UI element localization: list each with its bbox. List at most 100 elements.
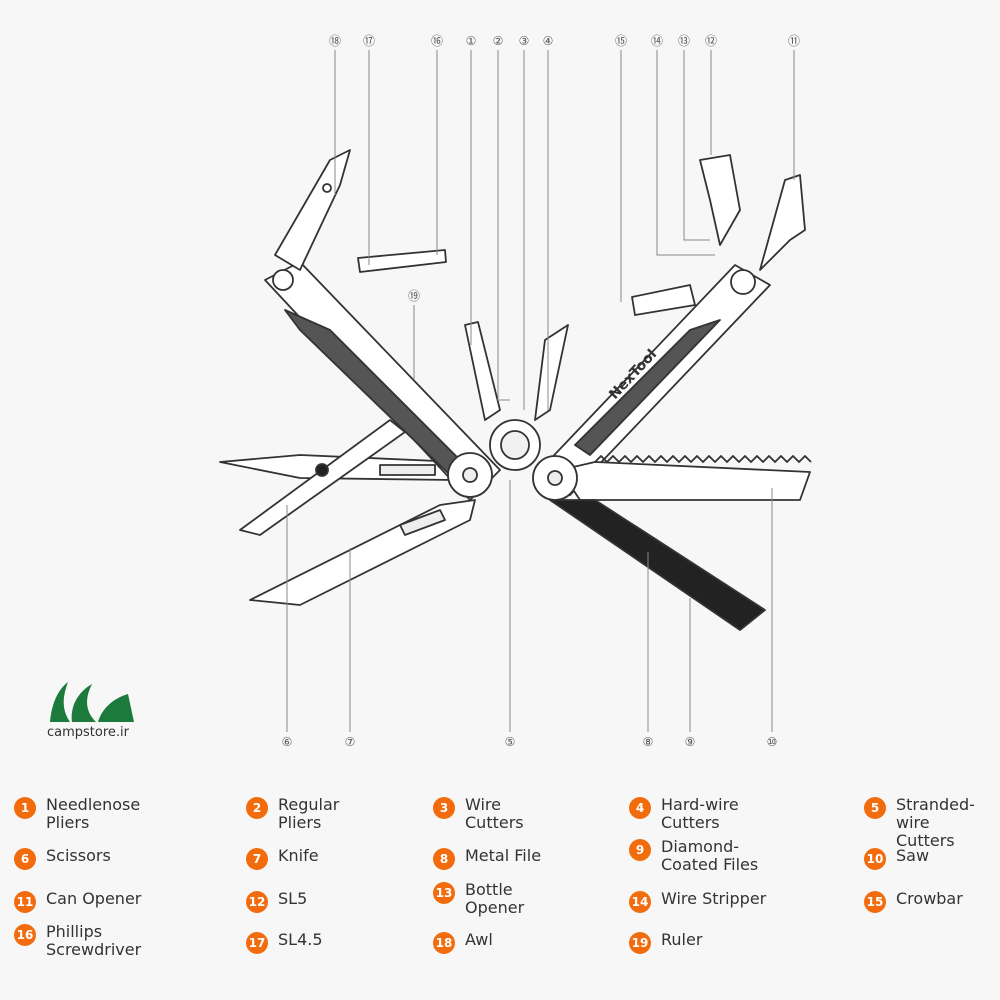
- awl-tool: [274, 149, 351, 271]
- callout-6: ⑥: [282, 735, 293, 749]
- logo-leaf-left: [50, 682, 70, 722]
- left-hinge-screw: [462, 467, 478, 483]
- campstore-logo: [50, 682, 134, 722]
- legend-label: Bottle Opener: [465, 880, 525, 917]
- callout-19: ⑲: [408, 289, 420, 303]
- legend-label: Phillips Screwdriver: [46, 922, 142, 959]
- callout-18: ⑱: [329, 34, 341, 48]
- legend-label: Needlenose Pliers: [46, 795, 141, 832]
- legend-item-4: 4 Hard-wire Cutters: [629, 796, 739, 832]
- legend-label: SL4.5: [278, 930, 323, 949]
- legend-item-10: 10 Saw: [864, 847, 929, 870]
- legend-label: Metal File: [465, 846, 542, 865]
- callout-5: ⑤: [505, 735, 516, 749]
- callout-12: ⑫: [705, 34, 717, 48]
- legend-badge: 3: [433, 797, 455, 819]
- legend-badge: 8: [433, 848, 455, 870]
- legend-item-15: 15 Crowbar: [864, 890, 963, 913]
- legend-badge: 1: [14, 797, 36, 819]
- legend-item-11: 11 Can Opener: [14, 890, 141, 913]
- legend-item-19: 19 Ruler: [629, 931, 702, 954]
- legend-badge: 16: [14, 924, 36, 946]
- callout-10: ⑩: [767, 735, 778, 749]
- callout-11: ⑪: [788, 34, 800, 48]
- left-handle-pivot: [272, 269, 294, 291]
- logo-leaf-mid: [71, 684, 96, 722]
- legend-badge: 4: [629, 797, 651, 819]
- logo-leaf-right: [98, 694, 134, 722]
- legend-label: Ruler: [661, 930, 703, 949]
- crowbar-tool: [631, 284, 696, 316]
- legend-label: Wire Cutters: [465, 795, 524, 832]
- legend-item-17: 17 SL4.5: [246, 931, 323, 954]
- callout-13: ⑬: [678, 34, 690, 48]
- pliers-jaw-right: [534, 324, 569, 421]
- legend-label: Crowbar: [896, 889, 963, 908]
- callout-8: ⑧: [643, 735, 654, 749]
- legend-badge: 7: [246, 848, 268, 870]
- legend-badge: 14: [629, 891, 651, 913]
- scissors-pivot: [315, 463, 329, 477]
- legend-item-13: 13 Bottle Opener: [433, 881, 524, 917]
- pliers-jaw-left: [464, 321, 501, 421]
- legend-item-9: 9 Diamond- Coated Files: [629, 838, 758, 874]
- callout-17: ⑰: [363, 34, 375, 48]
- logo-text: campstore.ir: [47, 725, 129, 740]
- legend-item-12: 12 SL5: [246, 890, 307, 913]
- awl-hole: [322, 183, 332, 193]
- knife-spine-slot: [399, 509, 446, 536]
- right-handle-inlay: [574, 319, 721, 456]
- metal-file: [549, 499, 766, 631]
- legend-label: SL5: [278, 889, 308, 908]
- callout-3: ③: [519, 34, 530, 48]
- legend-item-3: 3 Wire Cutters: [433, 796, 524, 832]
- legend-label: Knife: [278, 846, 319, 865]
- legend-badge: 13: [433, 882, 455, 904]
- legend-item-2: 2 Regular Pliers: [246, 796, 339, 832]
- sl5-tool: [699, 154, 741, 246]
- legend-badge: 15: [864, 891, 886, 913]
- scissors-slot: [379, 464, 436, 476]
- saw-teeth: [594, 455, 812, 463]
- legend-item-8: 8 Metal File: [433, 847, 541, 870]
- legend-badge: 17: [246, 932, 268, 954]
- right-handle-pivot: [730, 269, 756, 295]
- legend-item-14: 14 Wire Stripper: [629, 890, 766, 913]
- legend-label: Scissors: [46, 846, 111, 865]
- legend: 1 Needlenose Pliers 2 Regular Pliers 3 W…: [0, 790, 1000, 970]
- can-opener-tool: [759, 174, 806, 271]
- legend-label: Wire Stripper: [661, 889, 767, 908]
- legend-badge: 10: [864, 848, 886, 870]
- callout-4: ④: [543, 34, 554, 48]
- legend-badge: 12: [246, 891, 268, 913]
- callouts: ⑱ ⑰ ⑯ ① ② ③ ④ ⑮ ⑭ ⑬ ⑫ ⑪ ⑲ ⑥ ⑦ ⑤ ⑧ ⑨ ⑩: [282, 34, 800, 749]
- legend-badge: 18: [433, 932, 455, 954]
- legend-item-7: 7 Knife: [246, 847, 319, 870]
- saw-blade: [559, 461, 811, 501]
- legend-badge: 5: [864, 797, 886, 819]
- legend-label: Diamond- Coated Files: [661, 837, 759, 874]
- multitool-illustration: [219, 149, 812, 631]
- legend-badge: 11: [14, 891, 36, 913]
- legend-label: Can Opener: [46, 889, 142, 908]
- leader-lines: [286, 50, 795, 732]
- legend-item-5: 5 Stranded-wire Cutters: [864, 796, 1000, 850]
- legend-item-6: 6 Scissors: [14, 847, 111, 870]
- legend-badge: 9: [629, 839, 651, 861]
- legend-label: Hard-wire Cutters: [661, 795, 739, 832]
- callout-9: ⑨: [685, 735, 696, 749]
- legend-label: Saw: [896, 846, 930, 865]
- callout-14: ⑭: [651, 34, 663, 48]
- legend-badge: 2: [246, 797, 268, 819]
- legend-label: Awl: [465, 930, 493, 949]
- right-hinge-screw: [547, 470, 563, 486]
- callout-7: ⑦: [345, 735, 356, 749]
- callout-2: ②: [493, 34, 504, 48]
- callout-1: ①: [466, 34, 477, 48]
- legend-label: Stranded-wire Cutters: [896, 795, 975, 850]
- callout-16: ⑯: [431, 34, 443, 48]
- legend-item-16: 16 Phillips Screwdriver: [14, 923, 141, 959]
- screwdriver-bit: [357, 249, 447, 273]
